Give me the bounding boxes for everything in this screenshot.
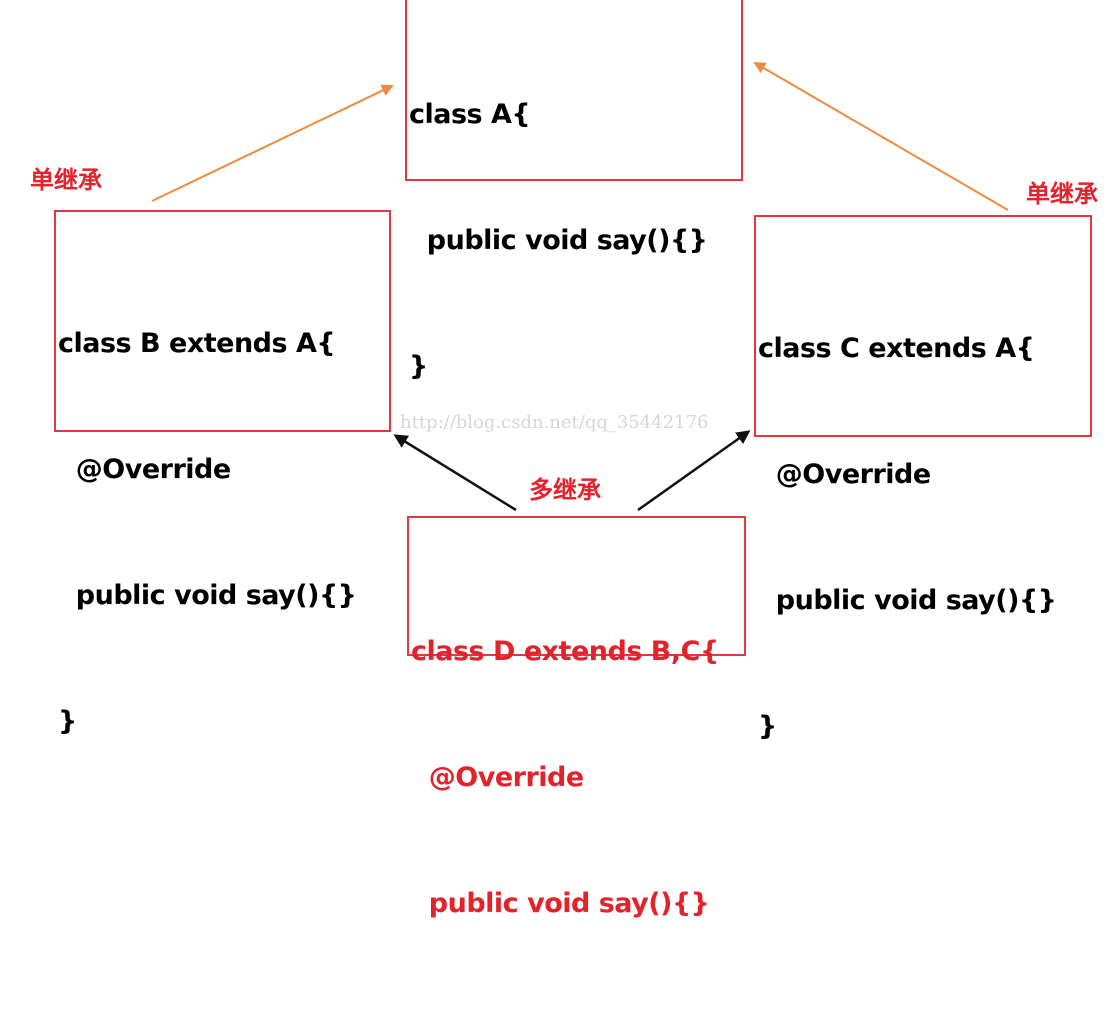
code-line: class B extends A{ [58, 328, 336, 359]
code-line: class C extends A{ [758, 333, 1035, 364]
code-line: } [758, 711, 777, 742]
code-line: public void say(){} [758, 585, 1057, 616]
code-line: @Override [758, 459, 931, 490]
code-line: } [58, 706, 77, 737]
arrow-b-to-a [151, 84, 394, 202]
class-c-box: class C extends A{ @Override public void… [754, 215, 1092, 742]
arrows-layer [151, 61, 1009, 512]
arrow-c-to-a [753, 61, 1009, 211]
code-line: } [409, 351, 428, 382]
code-line: public void say(){} [409, 225, 708, 256]
class-d-box: class D extends B,C{ @Override public vo… [407, 516, 746, 919]
code-line: class A{ [409, 99, 531, 130]
code-line: public void say(){} [58, 580, 357, 611]
class-d-code: class D extends B,C{ @Override public vo… [411, 547, 719, 1009]
class-b-code: class B extends A{ @Override public void… [58, 239, 357, 827]
code-line: @Override [411, 762, 584, 793]
watermark-text: http://blog.csdn.net/qq_35442176 [400, 412, 709, 433]
code-line: class D extends B,C{ [411, 636, 719, 667]
arrow-d-to-b [393, 434, 517, 512]
class-a-code: class A{ public void say(){} } [409, 10, 708, 472]
class-b-box: class B extends A{ @Override public void… [54, 210, 391, 737]
label-multiple-inheritance: 多继承 [529, 476, 601, 504]
code-line: @Override [58, 454, 231, 485]
label-single-inheritance-left: 单继承 [30, 166, 102, 194]
arrow-d-to-c [637, 430, 751, 512]
class-c-code: class C extends A{ @Override public void… [758, 244, 1057, 832]
class-a-box: class A{ public void say(){} } [405, 0, 743, 382]
label-single-inheritance-right: 单继承 [1026, 180, 1098, 208]
code-line: public void say(){} [411, 888, 710, 919]
